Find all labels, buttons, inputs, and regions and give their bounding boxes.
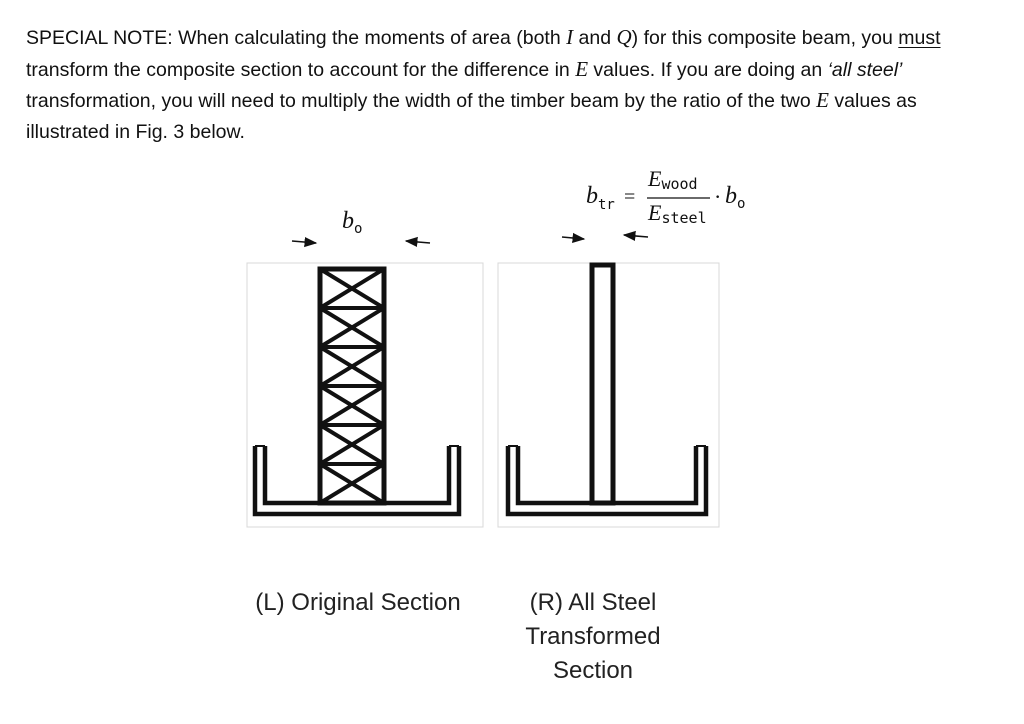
fraction-numerator: Ewood (648, 166, 698, 193)
transformed-width-label: btr (586, 183, 615, 213)
dimension-arrow-left (291, 236, 318, 248)
original-section-drawing (246, 236, 484, 528)
variable-i: I (566, 25, 574, 49)
transformed-steel-web (589, 262, 616, 506)
variable-e: E (575, 56, 589, 81)
original-width-factor: bo (725, 183, 746, 212)
all-steel-emphasis: ‘all steel’ (827, 58, 903, 81)
width-label-original: bo (342, 208, 363, 237)
variable-e: E (816, 88, 829, 112)
must-emphasis: must (898, 27, 941, 49)
fraction-denominator: Esteel (648, 200, 707, 227)
variable-q: Q (616, 25, 632, 49)
figure-frame-left (246, 262, 484, 528)
timber-web (317, 266, 387, 506)
dimension-arrow-right (404, 236, 431, 248)
caption-transformed-section: (R) All Steel Transformed Section (525, 589, 661, 684)
dimension-arrow-right (622, 230, 649, 242)
dimension-arrow-left (561, 232, 586, 244)
transformed-section-drawing (497, 197, 720, 528)
figure-frame-right (497, 262, 720, 528)
multiply-dot: · (714, 184, 722, 209)
caption-original-section: (L) Original Section (255, 589, 461, 616)
equals-sign: = (624, 186, 636, 208)
special-note-text: SPECIAL NOTE: When calculating the momen… (26, 25, 941, 143)
